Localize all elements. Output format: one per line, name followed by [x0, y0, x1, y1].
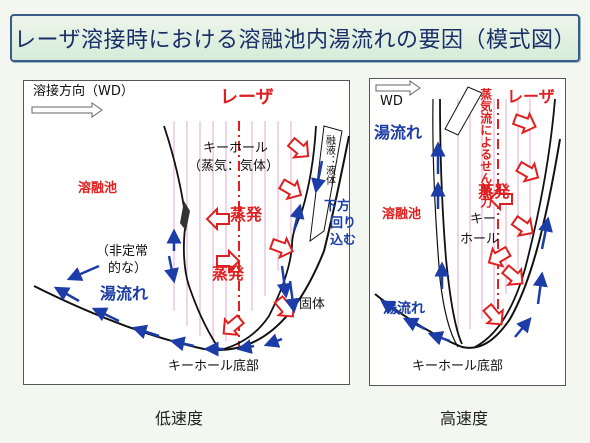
keyhole-bottom-label-low: キーホール底部: [168, 359, 260, 374]
molten-pool-label-low: 溶融池: [78, 181, 118, 196]
keyhole-label: キーホール: [203, 141, 269, 156]
downward-label-3: 込む: [330, 233, 357, 248]
laser-beam-lines: [173, 121, 292, 343]
solid-label: 固体: [299, 297, 326, 312]
keyhole-front-high: [439, 98, 463, 345]
keyhole-sub-label: （蒸気：気体）: [188, 159, 280, 174]
title: レーザ溶接時における溶融池内湯流れの要因（模式図）: [13, 28, 577, 53]
melt-flow-label-high-bottom: 湯流れ: [383, 301, 425, 317]
laser-label-low: レーザ: [220, 87, 274, 108]
molten-pool-label-high: 溶融池: [382, 207, 422, 222]
keyhole-label-high-1: キー: [470, 212, 497, 227]
melt-flow-label-high-top: 湯流れ: [374, 123, 423, 142]
keyhole-rear-wall: [223, 125, 317, 350]
high-speed-diagram: [374, 80, 561, 349]
melt-layer: [309, 125, 343, 243]
pool-boundary: [33, 135, 350, 351]
downward-label-2: 回り: [330, 216, 357, 231]
wd-label-high: WD: [380, 94, 403, 109]
evaporation-arrows-high: [482, 111, 540, 326]
title-bar: レーザ溶接時における溶融池内湯流れの要因（模式図）: [10, 14, 580, 62]
evaporation-label-high: 蒸発: [478, 182, 511, 201]
vapor-jet-label: 蒸気流によるせん断力: [478, 88, 493, 208]
unsteady-label: （非定常: [96, 244, 149, 259]
laser-label-high: レーザ: [507, 87, 555, 106]
wd-arrow-icon-high: [375, 80, 421, 96]
melt-flow-arrows: [53, 160, 326, 357]
high-speed-panel: [369, 78, 566, 386]
evaporation-label-1: 蒸発: [230, 205, 263, 224]
caption-low-speed: 低速度: [155, 409, 204, 428]
evaporation-label-2: 蒸発: [212, 264, 245, 283]
caption-high-speed: 高速度: [440, 409, 489, 428]
unsteady-label-2: 的な）: [108, 261, 148, 276]
low-speed-diagram: [31, 102, 350, 357]
keyhole-front-wall: [163, 125, 220, 350]
keyhole-label-high-2: ホール: [460, 232, 500, 247]
melt-liquid-label: 融液：液体: [323, 135, 335, 185]
downward-label-1: 下方: [324, 199, 351, 214]
low-speed-panel: [23, 80, 350, 385]
melt-flow-label-low: 湯流れ: [100, 284, 149, 303]
wd-arrow-icon: [31, 102, 103, 118]
keyhole-bottom-label-high: キーホール底部: [412, 359, 504, 374]
melt-flow-arrows-high: [379, 141, 553, 346]
keyhole-rear-high: [474, 98, 556, 348]
vapor-jet-tube: [444, 86, 483, 136]
weld-direction-label: 溶接方向（WD）: [33, 84, 134, 99]
